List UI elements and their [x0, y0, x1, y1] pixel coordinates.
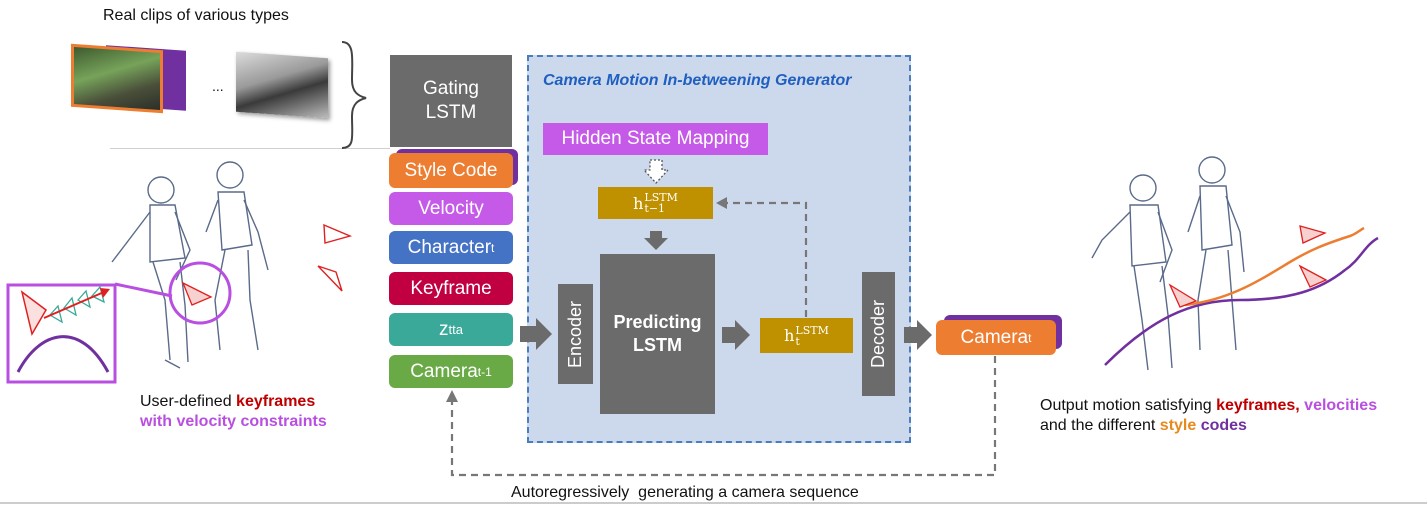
zoom-connector: [114, 282, 173, 298]
zoom-inset-velocity-arrow: [43, 291, 105, 319]
output-camera-icon-c: [1168, 283, 1198, 308]
generator-title: Camera Motion In-betweening Generator: [543, 72, 852, 89]
left-caption-keyframes: keyframes: [236, 393, 316, 410]
decoder-to-output-arrow: [904, 320, 932, 350]
ztta-sub: tta: [448, 322, 463, 337]
h-curr-sub: t: [795, 334, 800, 348]
hprev-down-arrow: [644, 231, 668, 250]
left-caption-pre: User-defined: [140, 393, 237, 410]
h-prev-base: h: [633, 193, 644, 213]
camera-out-label: Camera: [960, 326, 1029, 348]
gating-down-arrow: [438, 126, 466, 146]
zoom-inset-curve: [16, 335, 110, 373]
zoom-circle: [168, 261, 232, 325]
keyframe-box: Keyframe: [389, 272, 513, 305]
right-caption-pre2: and the different: [1040, 417, 1160, 434]
predicting-to-h-arrow: [722, 320, 750, 350]
right-caption-line2: and the different style codes: [1040, 417, 1247, 435]
right-caption-style: style: [1159, 417, 1197, 434]
h-curr-sup: LSTM: [795, 323, 829, 337]
autoregressive-label: Autoregressively generating a camera seq…: [511, 484, 859, 501]
style-code-label: Style Code: [404, 159, 498, 181]
gating-lstm-label: Gating LSTM: [423, 78, 479, 123]
right-caption-line1: Output motion satisfying keyframes, velo…: [1040, 397, 1377, 415]
camera-prev-label: Camera: [410, 360, 478, 382]
h-prev-sub: t−1: [644, 202, 666, 215]
camera-icon-b: [317, 265, 343, 292]
recurrent-loop-line: [724, 201, 808, 317]
ztta-label: z: [439, 318, 449, 340]
right-caption-codes: codes: [1196, 417, 1247, 434]
velocity-label: Velocity: [418, 197, 484, 219]
autoregressive-loop-line: [450, 356, 997, 477]
zoom-inset-velocity-arrowhead: [100, 288, 110, 298]
predicting-lstm-box: Predicting LSTM: [600, 254, 715, 414]
keyframe-label: Keyframe: [410, 277, 492, 299]
separator-line: [110, 148, 390, 149]
output-trajectory-purple: [1104, 236, 1379, 366]
clips-brace: [341, 41, 367, 149]
clips-ellipsis: ...: [212, 78, 224, 94]
camera-icon-a: [323, 223, 353, 244]
hidden-state-mapping-box: Hidden State Mapping: [543, 123, 768, 155]
style-code-box: Style Code: [389, 153, 513, 188]
output-trajectory-orange: [1184, 226, 1365, 307]
hidden-state-dotted-arrow: [642, 159, 670, 184]
inputs-to-encoder-arrow: [520, 318, 552, 350]
autoregressive-loop-head: [446, 390, 458, 402]
h-curr-base: h: [784, 326, 795, 345]
right-caption-velocities: velocities: [1299, 397, 1378, 414]
zoom-camera-icon: [181, 281, 213, 306]
character-sub: t: [491, 240, 495, 255]
right-caption-keyframes: keyframes,: [1216, 397, 1300, 414]
real-clips-label: Real clips of various types: [103, 7, 289, 24]
right-caption-pre: Output motion satisfying: [1040, 397, 1217, 414]
zoom-inset-camera: [20, 290, 47, 336]
hidden-state-mapping-label: Hidden State Mapping: [561, 128, 750, 149]
right-characters: [1091, 156, 1245, 371]
left-caption-line2: with velocity constraints: [140, 413, 327, 430]
left-caption-line1: User-defined keyframes: [140, 393, 315, 411]
output-camera-icon-b: [1298, 264, 1328, 288]
velocity-box: Velocity: [389, 192, 513, 225]
output-camera-icon-a: [1299, 225, 1327, 244]
left-characters: [111, 161, 269, 369]
camera-out-sub: t: [1028, 330, 1032, 345]
character-label: Character: [407, 236, 492, 258]
recurrent-loop-head: [716, 197, 727, 209]
camera-prev-sub: t-1: [477, 364, 492, 379]
predicting-lstm-label: Predicting LSTM: [613, 312, 702, 355]
h-prev-sup: LSTM: [644, 191, 678, 204]
